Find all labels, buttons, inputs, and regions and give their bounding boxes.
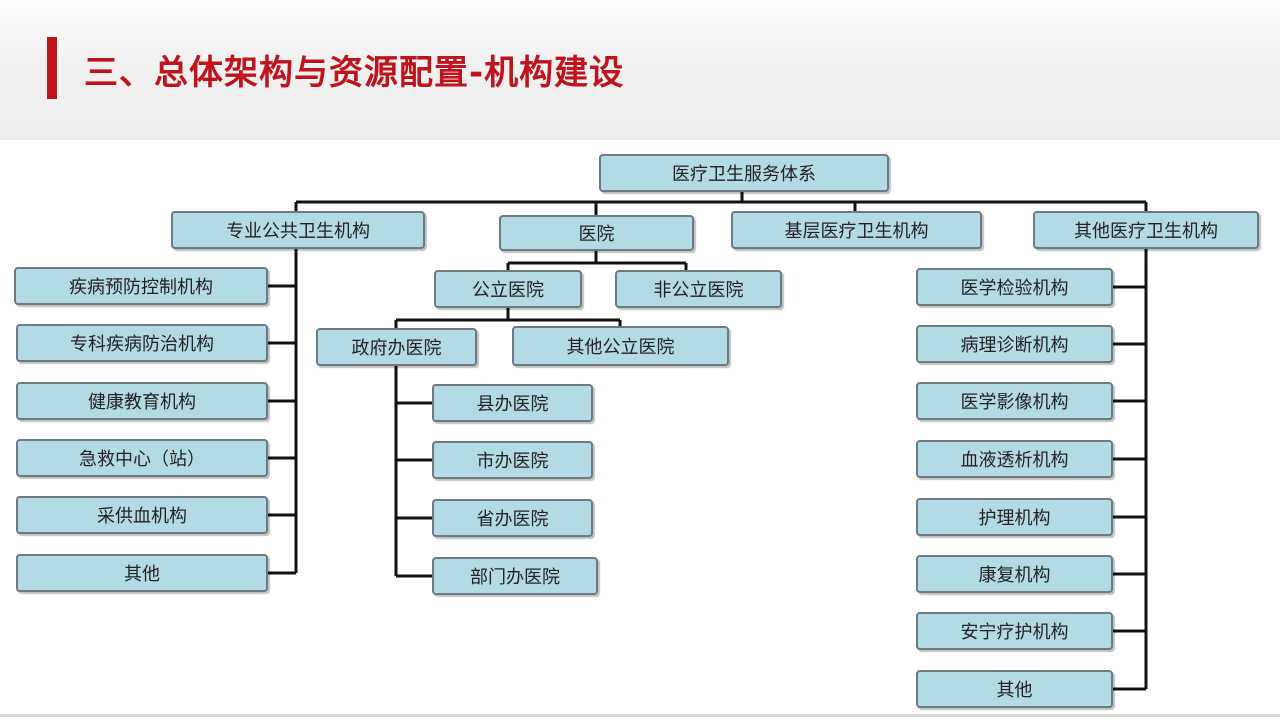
node-hemodialysis: 血液透析机构 — [916, 440, 1113, 478]
node-blood-supply: 采供血机构 — [16, 496, 268, 534]
node-specialty-prevention: 专科疾病防治机构 — [16, 324, 268, 362]
node-medical-imaging: 医学影像机构 — [916, 382, 1113, 420]
node-non-public-hospital: 非公立医院 — [615, 270, 782, 308]
footer-divider — [0, 714, 1280, 717]
node-county-hospital: 县办医院 — [432, 384, 593, 422]
node-root: 医疗卫生服务体系 — [599, 154, 889, 192]
node-hospice: 安宁疗护机构 — [916, 612, 1113, 650]
node-other-institutions-other: 其他 — [916, 670, 1113, 708]
slide-title: 三、总体架构与资源配置-机构建设 — [84, 53, 625, 93]
node-public-hospital: 公立医院 — [434, 270, 582, 308]
title-accent-bar — [47, 37, 57, 99]
node-medical-lab: 医学检验机构 — [916, 268, 1113, 306]
node-other-institutions: 其他医疗卫生机构 — [1033, 211, 1259, 249]
node-health-education: 健康教育机构 — [16, 382, 268, 420]
node-public-health-other: 其他 — [16, 554, 268, 592]
node-other-public-hospital: 其他公立医院 — [512, 326, 729, 366]
node-province-hospital: 省办医院 — [432, 499, 593, 537]
node-hospital: 医院 — [499, 215, 694, 251]
slide-header — [0, 0, 1280, 140]
node-city-hospital: 市办医院 — [432, 441, 593, 479]
node-primary: 基层医疗卫生机构 — [731, 211, 982, 249]
node-emergency-center: 急救中心（站） — [16, 439, 268, 477]
node-pathology: 病理诊断机构 — [916, 325, 1113, 363]
node-department-hospital: 部门办医院 — [432, 557, 598, 595]
node-disease-control: 疾病预防控制机构 — [14, 267, 268, 305]
node-rehabilitation: 康复机构 — [916, 555, 1113, 593]
node-public-health: 专业公共卫生机构 — [171, 211, 425, 249]
node-nursing: 护理机构 — [916, 498, 1113, 536]
node-government-hospital: 政府办医院 — [316, 328, 477, 366]
